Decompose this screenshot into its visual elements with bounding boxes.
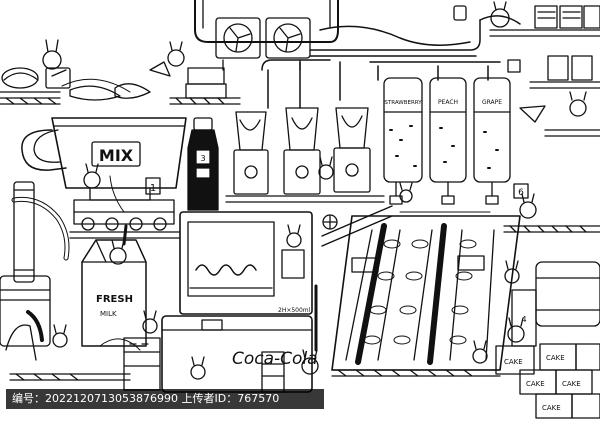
fan-left-icon <box>215 17 261 59</box>
left-top-shelf <box>0 39 151 105</box>
mix-label: MIX <box>99 146 134 165</box>
juice-bottle: 3 <box>187 117 219 211</box>
watermark-id: 编号：2022120713053876990 <box>12 392 178 405</box>
cake-label-1: CAKE <box>504 358 523 366</box>
fresh-label: FRESH <box>96 294 133 305</box>
cake-label-5: CAKE <box>542 404 561 412</box>
bunny-worker-icon <box>42 50 62 70</box>
blender-row <box>225 107 385 203</box>
oven-machine: 2H×500ml <box>179 211 338 315</box>
dial-6-label: 6 <box>518 188 524 198</box>
grape-label: GRAPE <box>482 99 502 106</box>
cake-boxes: CAKE CAKE CAKE CAKE CAKE <box>495 317 600 419</box>
dial-3-label: 3 <box>200 154 205 163</box>
milk-label: MILK <box>100 310 117 318</box>
conveyor-belts <box>321 205 521 377</box>
cake-label-4: CAKE <box>562 380 581 388</box>
peach-label: PEACH <box>438 99 458 106</box>
lower-left-equipment <box>9 310 161 391</box>
bunny-workers <box>399 182 488 364</box>
triangle-warning-icon <box>519 105 546 123</box>
strawberry-label: STRAWBERRY <box>384 100 422 106</box>
center-box-shelf <box>149 41 241 105</box>
dial-4-label: 4 <box>521 315 526 324</box>
fan-right-icon <box>265 17 311 59</box>
cake-label-2: CAKE <box>546 354 565 362</box>
juice-tanks: STRAWBERRY PEACH GRAPE 6 <box>383 77 529 205</box>
cake-label-3: CAKE <box>526 380 545 388</box>
dial-1-label: 1 <box>150 183 156 194</box>
mix-hopper-machine: MIX 1 <box>21 117 187 239</box>
mix-sign <box>91 141 141 167</box>
top-right-shelves <box>453 1 600 137</box>
milk-carton: FRESH MILK <box>81 224 147 347</box>
cola-brand-label: Coca-Cola <box>232 349 318 369</box>
cola-cooler: Coca-Cola <box>161 284 319 393</box>
left-tank-and-hose <box>0 181 70 361</box>
overhead-pipes <box>261 15 521 109</box>
watermark-bar: 编号：2022120713053876990 上传者ID：767570 <box>6 389 324 409</box>
capacity-label: 2H×500ml <box>278 307 311 314</box>
watermark-uploader: 上传者ID：767570 <box>181 392 280 405</box>
